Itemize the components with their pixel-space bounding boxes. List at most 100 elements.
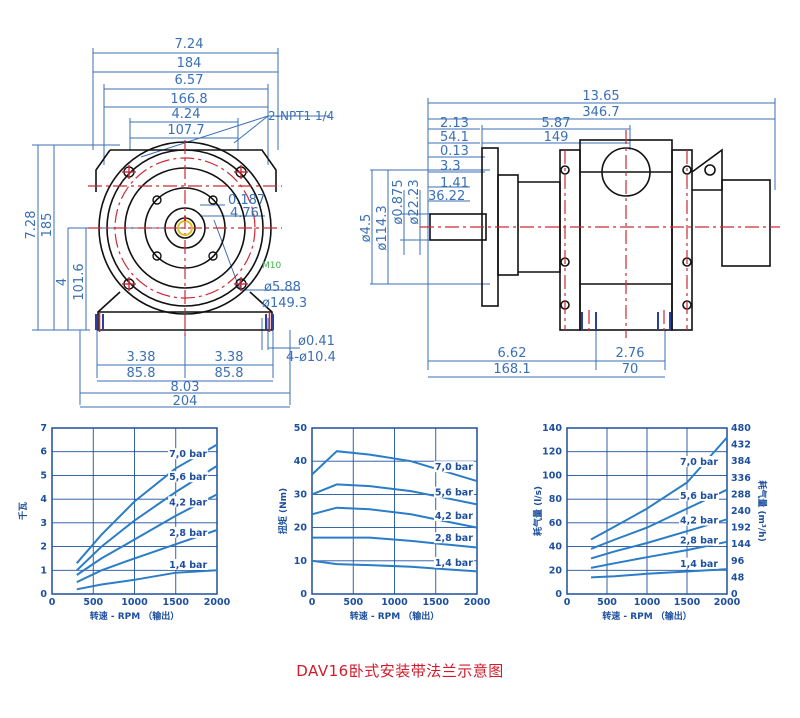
x-tick-label: 2000 xyxy=(464,597,491,608)
dim-front-height-in: 7.28 xyxy=(24,211,39,240)
dim-foot-offset-mm: 168.1 xyxy=(493,362,530,377)
y-tick-label: 6 xyxy=(40,447,47,458)
dim-shaft-length-in: 1.41 xyxy=(440,176,469,191)
dim-bolt-span-in: 4.24 xyxy=(172,107,201,122)
dim-bolt-span-mm: 107.7 xyxy=(167,123,204,138)
x-tick-label: 0 xyxy=(564,597,571,608)
y-tick-label: 30 xyxy=(294,489,308,500)
series-label-bg xyxy=(433,532,474,544)
y-tick-label: 20 xyxy=(294,523,308,534)
y2-tick-label: 432 xyxy=(731,440,751,451)
series-label: 7,0 bar xyxy=(680,457,718,468)
dim-pcd-mm: ø149.3 xyxy=(262,296,307,311)
series-label-bg xyxy=(679,534,719,546)
y-axis-label: 千瓦 xyxy=(17,502,29,520)
series-line xyxy=(76,569,218,591)
y2-tick-label: 48 xyxy=(731,572,745,583)
x-tick-label: 2000 xyxy=(204,597,231,608)
x-tick-label: 1500 xyxy=(423,597,450,608)
x-tick-label: 500 xyxy=(343,597,363,608)
series-label: 4,2 bar xyxy=(680,516,718,527)
y-tick-label: 0 xyxy=(555,589,562,600)
y-tick-label: 5 xyxy=(40,470,47,481)
dim-shaft-length-mm: 36.22 xyxy=(428,189,465,204)
y-tick-label: 10 xyxy=(294,556,308,567)
series-label-bg xyxy=(168,496,209,508)
dim-foot-hole-mm: 4-ø10.4 xyxy=(286,350,336,365)
dim-side-length-in: 13.65 xyxy=(582,89,619,104)
y-axis-label: 扭矩 (Nm) xyxy=(277,488,289,534)
dim-key-mm: 4.76 xyxy=(230,206,259,221)
series-label: 7,0 bar xyxy=(169,449,207,460)
y2-tick-label: 0 xyxy=(731,589,738,600)
x-tick-label: 1500 xyxy=(674,597,701,608)
series-line xyxy=(76,465,218,572)
x-axis-label: 转速 - RPM （输出） xyxy=(90,610,180,622)
y-tick-label: 0 xyxy=(300,589,307,600)
series-label: 4,2 bar xyxy=(169,497,207,508)
series-label-bg xyxy=(168,526,209,538)
dim-flange-offset-in: 2.13 xyxy=(440,116,469,131)
series-label-bg xyxy=(433,461,474,473)
series-label: 5,6 bar xyxy=(435,488,473,499)
dim-shaft-dia-mm: ø22.23 xyxy=(407,179,422,224)
dim-flange-thk-in: 0.13 xyxy=(440,144,469,159)
series-line xyxy=(311,483,478,506)
series-label-bg xyxy=(433,509,474,521)
y-tick-label: 20 xyxy=(549,565,563,576)
dim-foot-right-mm: 85.8 xyxy=(215,366,244,381)
series-line xyxy=(311,450,478,483)
x-tick-label: 500 xyxy=(597,597,617,608)
dim-base-width-in: 8.03 xyxy=(171,380,200,395)
y-tick-label: 80 xyxy=(549,494,563,505)
y2-tick-label: 384 xyxy=(731,456,751,467)
dim-thread-label: M10 xyxy=(262,261,281,271)
y-axis-label: 耗气量 (l/s) xyxy=(532,486,544,536)
y2-tick-label: 480 xyxy=(731,423,751,434)
dim-shaft-dia-in: ø0.875 xyxy=(391,179,406,224)
y-tick-label: 100 xyxy=(542,470,562,481)
series-label: 2,8 bar xyxy=(680,536,718,547)
dim-front-width-mm: 184 xyxy=(177,56,202,71)
y2-tick-label: 144 xyxy=(731,539,751,550)
series-label-bg xyxy=(168,471,209,483)
y-tick-label: 40 xyxy=(294,456,308,467)
dim-foot-left-in: 3.38 xyxy=(127,350,156,365)
series-label: 5,6 bar xyxy=(680,491,718,502)
y2-tick-label: 192 xyxy=(731,523,751,534)
series-label-bg xyxy=(168,558,209,570)
x-tick-label: 0 xyxy=(49,597,56,608)
series-label-bg xyxy=(433,556,474,568)
dim-foot-hole-in: ø0.41 xyxy=(298,334,335,349)
series-line xyxy=(311,506,478,529)
dim-key-in: 0.187 xyxy=(228,193,265,208)
dim-front-height-mm: 185 xyxy=(40,213,55,238)
dim-foot-span-mm: 70 xyxy=(622,362,639,377)
y-tick-label: 2 xyxy=(40,542,47,553)
dim-foot-right-in: 3.38 xyxy=(215,350,244,365)
series-label: 1,4 bar xyxy=(169,560,207,571)
y-tick-label: 40 xyxy=(549,542,563,553)
y-tick-label: 60 xyxy=(549,518,563,529)
series-label-bg xyxy=(679,456,719,468)
technical-drawing: 7.24 184 6.57 166.8 4.24 107.7 2-NPT1 1/… xyxy=(24,37,780,409)
y-tick-label: 4 xyxy=(40,494,47,505)
x-axis-label: 转速 - RPM （输出） xyxy=(350,610,440,622)
y-tick-label: 7 xyxy=(40,423,47,434)
series-line xyxy=(590,540,728,569)
dim-pilot-dia-in: ø4.5 xyxy=(359,214,374,243)
dim-base-width-mm: 204 xyxy=(173,394,198,409)
y-tick-label: 3 xyxy=(40,518,47,529)
dim-body-length-mm: 149 xyxy=(544,130,569,145)
series-label: 4,2 bar xyxy=(435,511,473,522)
figure-caption: DAV16卧式安装带法兰示意图 xyxy=(296,662,504,680)
dim-flange-thk-mm: 3.3 xyxy=(440,159,461,174)
series-label: 1,4 bar xyxy=(435,558,473,569)
y-tick-label: 120 xyxy=(542,447,562,458)
dim-body-length-in: 5.87 xyxy=(542,116,571,131)
series-line xyxy=(76,493,218,576)
dim-pilot-dia-mm: ø114.3 xyxy=(375,205,390,250)
x-tick-label: 1500 xyxy=(163,597,190,608)
